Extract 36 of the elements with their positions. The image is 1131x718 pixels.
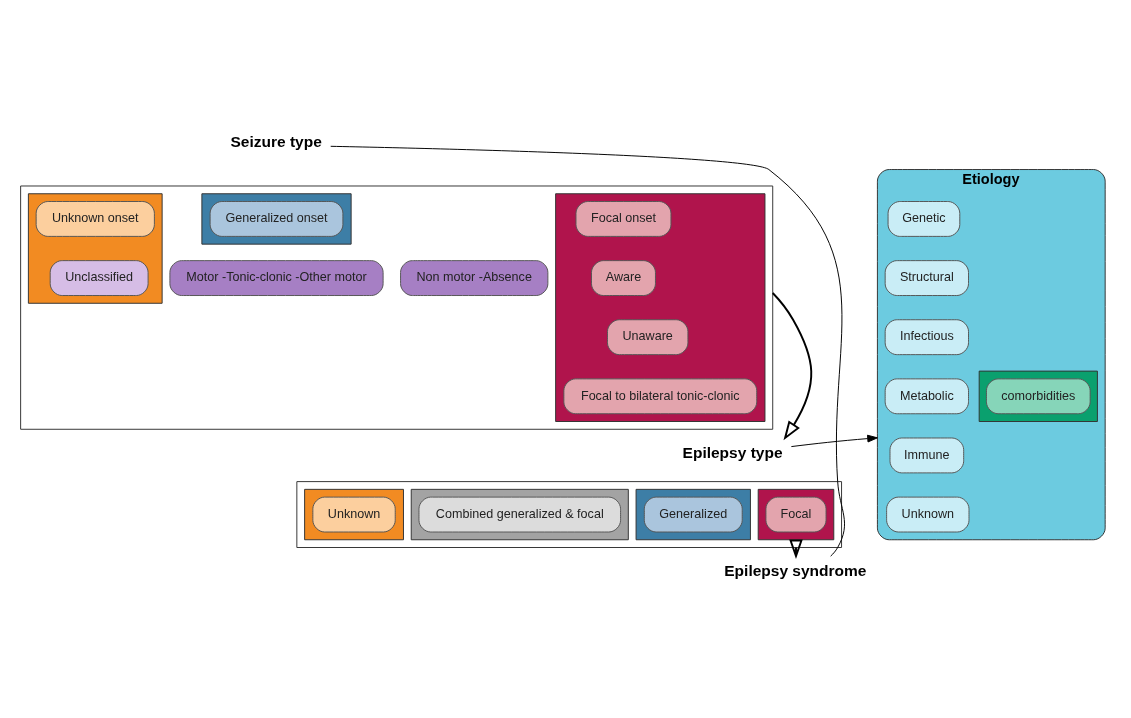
node-box: Focal to bilateral tonic-clonic — [563, 378, 758, 415]
cluster — [978, 370, 1098, 422]
node-box: Generalized onset — [209, 201, 344, 237]
node-box: Unclassified — [49, 260, 149, 296]
cluster — [757, 488, 835, 541]
node-box: Generalized — [643, 496, 743, 533]
cluster — [555, 193, 766, 422]
node-box: comorbidities — [985, 378, 1091, 415]
cluster — [201, 193, 352, 245]
arrow — [790, 434, 878, 448]
node-box: Infectious — [884, 319, 969, 356]
cluster — [635, 488, 751, 541]
cluster — [410, 488, 629, 541]
node-text: Epilepsy type — [682, 444, 783, 462]
node-box: Non motor -Absence — [400, 260, 549, 296]
node-box: Motor -Tonic-clonic -Other motor — [169, 260, 384, 296]
node-box: Genetic — [887, 201, 961, 237]
node-box: Unaware — [607, 319, 689, 356]
node-box: Immune — [889, 437, 965, 474]
node-box: Focal onset — [575, 201, 672, 237]
cluster — [304, 488, 404, 541]
cluster — [27, 193, 163, 304]
node-box: Focal — [765, 496, 827, 533]
node-box: Unknown onset — [35, 201, 155, 237]
node-text: Seizure type — [230, 133, 322, 151]
node-box: Structural — [884, 260, 969, 296]
node-box: Unknown — [886, 496, 970, 533]
node-box: Aware — [591, 260, 656, 296]
cluster — [20, 185, 774, 430]
node-box: Combined generalized & focal — [418, 496, 622, 533]
node-box: Unknown — [312, 496, 396, 533]
arrow — [771, 292, 813, 441]
node-text: Epilepsy syndrome — [724, 562, 867, 580]
node-box: Metabolic — [884, 378, 969, 415]
cluster — [296, 481, 843, 548]
arrow — [789, 539, 803, 559]
